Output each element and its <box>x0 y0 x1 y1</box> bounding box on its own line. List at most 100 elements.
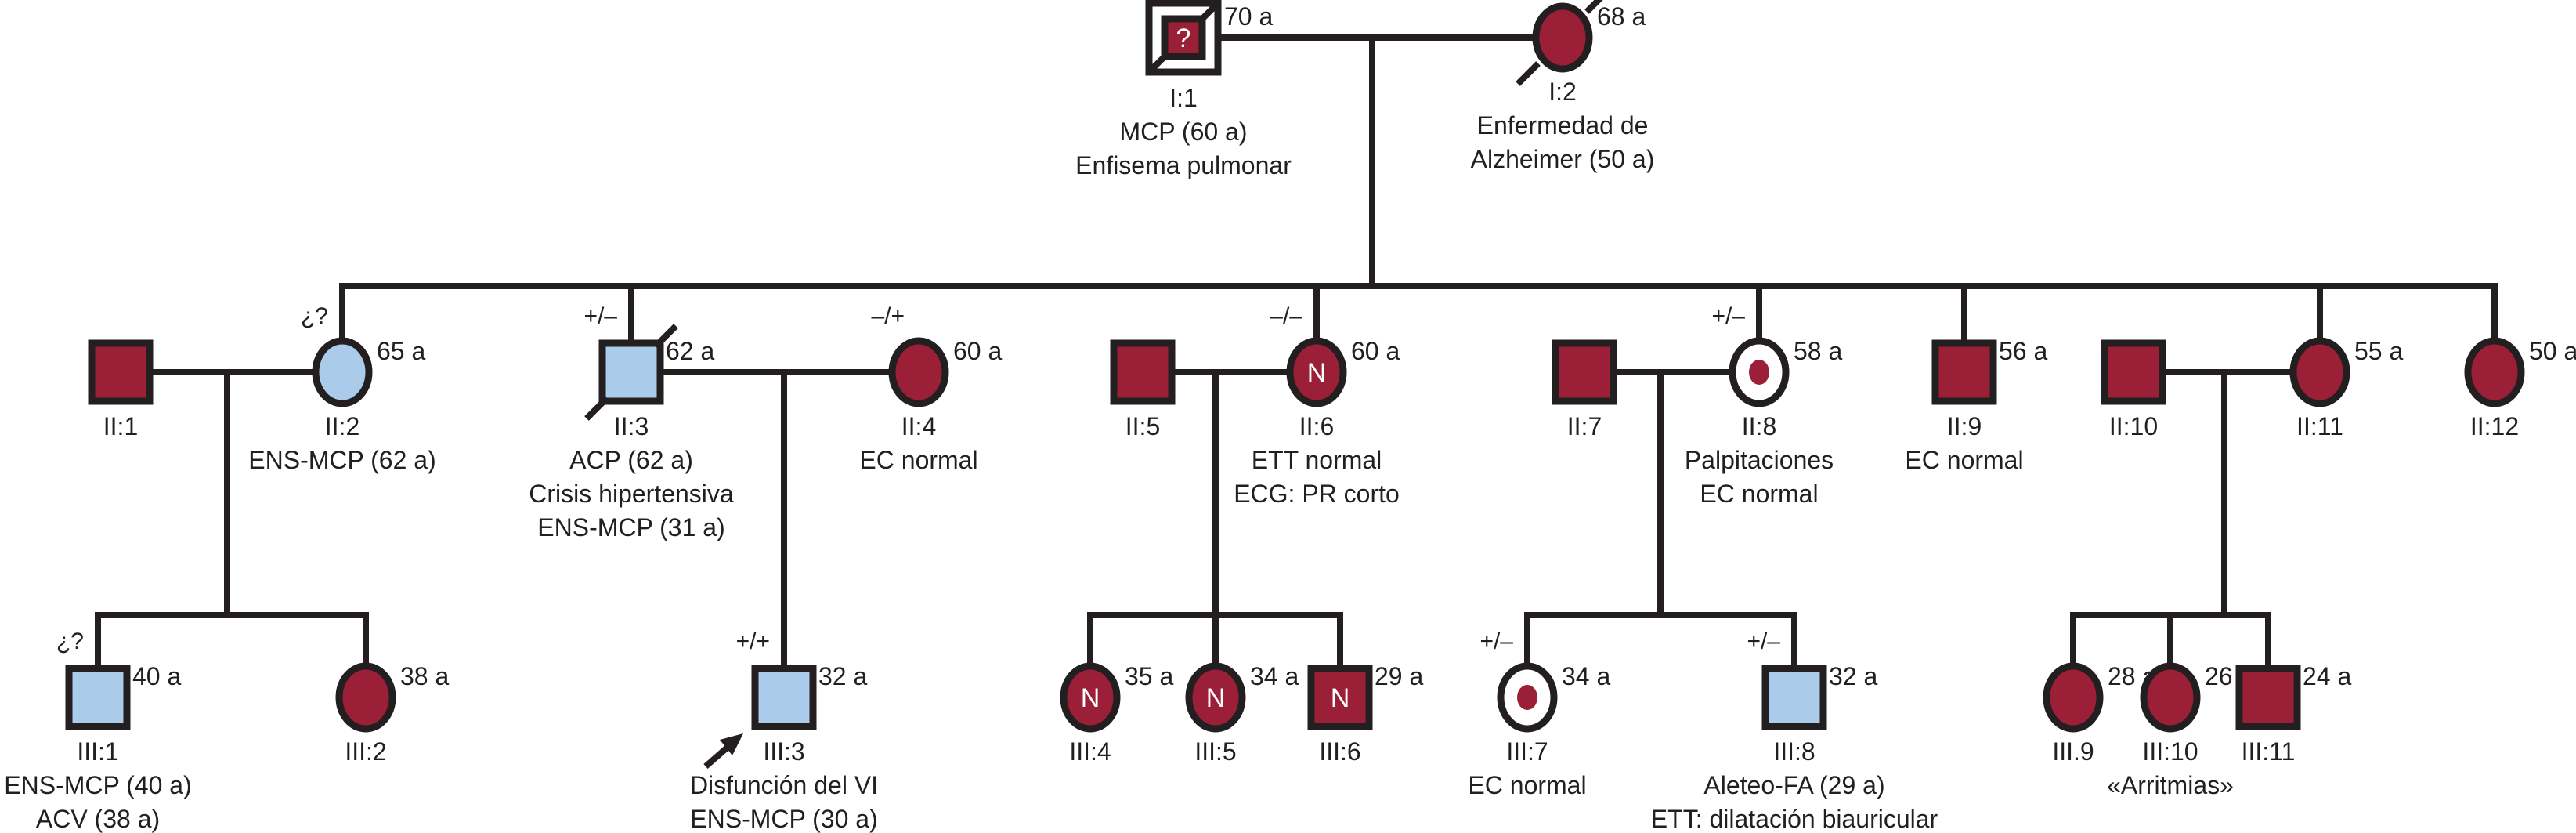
clinical-note: ACP (62 a) <box>569 446 693 474</box>
male-symbol <box>2235 665 2301 730</box>
individual-id-label: III:6 <box>1319 737 1360 766</box>
clinical-note: ENS-MCP (40 a) <box>4 771 191 799</box>
genotype-label: +/– <box>1747 628 1780 654</box>
individual-ii-11[interactable]: 55 a II:11 <box>2289 337 2403 440</box>
age-label: 40 a <box>132 662 181 690</box>
individual-id-label: II:8 <box>1742 412 1776 440</box>
genotype-label: +/– <box>583 303 617 329</box>
age-label: 34 a <box>1562 662 1610 690</box>
age-label: 56 a <box>1999 337 2047 365</box>
male-symbol <box>1161 15 1206 60</box>
male-symbol <box>1931 339 1997 405</box>
clinical-note: ENS-MCP (62 a) <box>248 446 435 474</box>
age-label: 35 a <box>1125 662 1173 690</box>
individual-ii-5[interactable]: II:5 <box>1110 339 1176 440</box>
female-symbol <box>1060 662 1121 733</box>
symbol-mark: N <box>1331 683 1350 713</box>
carrier-dot <box>1749 360 1769 385</box>
clinical-note: ACV (38 a) <box>36 805 160 833</box>
clinical-note: ETT normal <box>1252 446 1382 474</box>
individual-iii-6[interactable]: N 29 a III:6 <box>1307 662 1423 766</box>
male-symbol <box>598 339 664 405</box>
age-label: 65 a <box>377 337 425 365</box>
deceased-slash <box>653 324 678 349</box>
individual-id-label: III:7 <box>1506 737 1548 766</box>
individual-ii-12[interactable]: 50 a II:12 <box>2464 337 2576 440</box>
clinical-note: ETT: dilatación biauricular <box>1651 805 1938 833</box>
carrier-dot <box>1517 685 1537 710</box>
age-label: 32 a <box>818 662 867 690</box>
individual-ii-1[interactable]: II:1 <box>88 339 154 440</box>
individual-id-label: III.9 <box>2052 737 2094 766</box>
male-symbol <box>1307 665 1373 730</box>
male-symbol <box>1552 339 1617 405</box>
clinical-note: EC normal <box>1468 771 1586 799</box>
genotype-label: +/– <box>1479 628 1513 654</box>
individual-id-label: II:6 <box>1299 412 1334 440</box>
male-symbol <box>1761 665 1827 730</box>
female-symbol <box>312 337 373 407</box>
clinical-note: EC normal <box>1700 480 1818 508</box>
clinical-note: EC normal <box>859 446 977 474</box>
male-symbol <box>88 339 154 405</box>
symbol-mark: ? <box>1176 24 1191 53</box>
male-symbol <box>1110 339 1176 405</box>
individual-id-label: III:11 <box>2242 737 2296 766</box>
individual-id-label: III:3 <box>763 737 804 766</box>
individual-id-label: II:1 <box>103 412 138 440</box>
individual-id-label: II:12 <box>2470 412 2519 440</box>
female-symbol <box>2464 337 2525 407</box>
male-symbol <box>65 665 131 730</box>
genotype-label: –/+ <box>871 303 905 329</box>
age-label: 38 a <box>400 662 449 690</box>
genotype-label: ¿? <box>56 628 84 654</box>
individual-id-label: III:4 <box>1069 737 1111 766</box>
age-label: 32 a <box>1829 662 1877 690</box>
clinical-note: EC normal <box>1905 446 2023 474</box>
age-label: 50 a <box>2529 337 2576 365</box>
individual-id-label: III:5 <box>1194 737 1236 766</box>
clinical-note: ENS-MCP (31 a) <box>537 513 724 541</box>
individual-ii-7[interactable]: II:7 <box>1552 339 1617 440</box>
individual-ii-9[interactable]: 56 aII:9EC normal <box>1905 337 2047 474</box>
female-symbol <box>2289 337 2350 407</box>
clinical-note: ENS-MCP (30 a) <box>690 805 877 833</box>
individual-iii-7[interactable]: 34 a +/– III:7 EC normal <box>1468 628 1610 799</box>
age-label: 29 a <box>1375 662 1423 690</box>
individual-id-label: III:10 <box>2142 737 2198 766</box>
clinical-note: «Arritmias» <box>2107 771 2234 799</box>
genotype-label: –/– <box>1270 303 1302 329</box>
individual-iii-4[interactable]: N 35 a III:4 <box>1060 662 1173 766</box>
symbol-mark: N <box>1081 683 1100 713</box>
deceased-slash <box>1516 61 1541 86</box>
individual-id-label: II:11 <box>2296 412 2343 440</box>
clinical-note: Aleteo-FA (29 a) <box>1703 771 1884 799</box>
individual-id-label: II:5 <box>1125 412 1160 440</box>
female-symbol <box>2043 662 2104 733</box>
individual-ii-10[interactable]: II:10 <box>2101 339 2166 440</box>
individual-ii-4[interactable]: 60 a–/+II:4EC normal <box>859 303 1002 474</box>
male-symbol <box>2101 339 2166 405</box>
age-label: 60 a <box>953 337 1002 365</box>
female-symbol <box>1532 2 1593 73</box>
individual-id-label: III:8 <box>1773 737 1815 766</box>
individual-id-label: I:1 <box>1169 84 1198 112</box>
male-symbol <box>751 665 817 730</box>
age-label: 55 a <box>2354 337 2403 365</box>
clinical-note: MCP (60 a) <box>1119 118 1247 146</box>
